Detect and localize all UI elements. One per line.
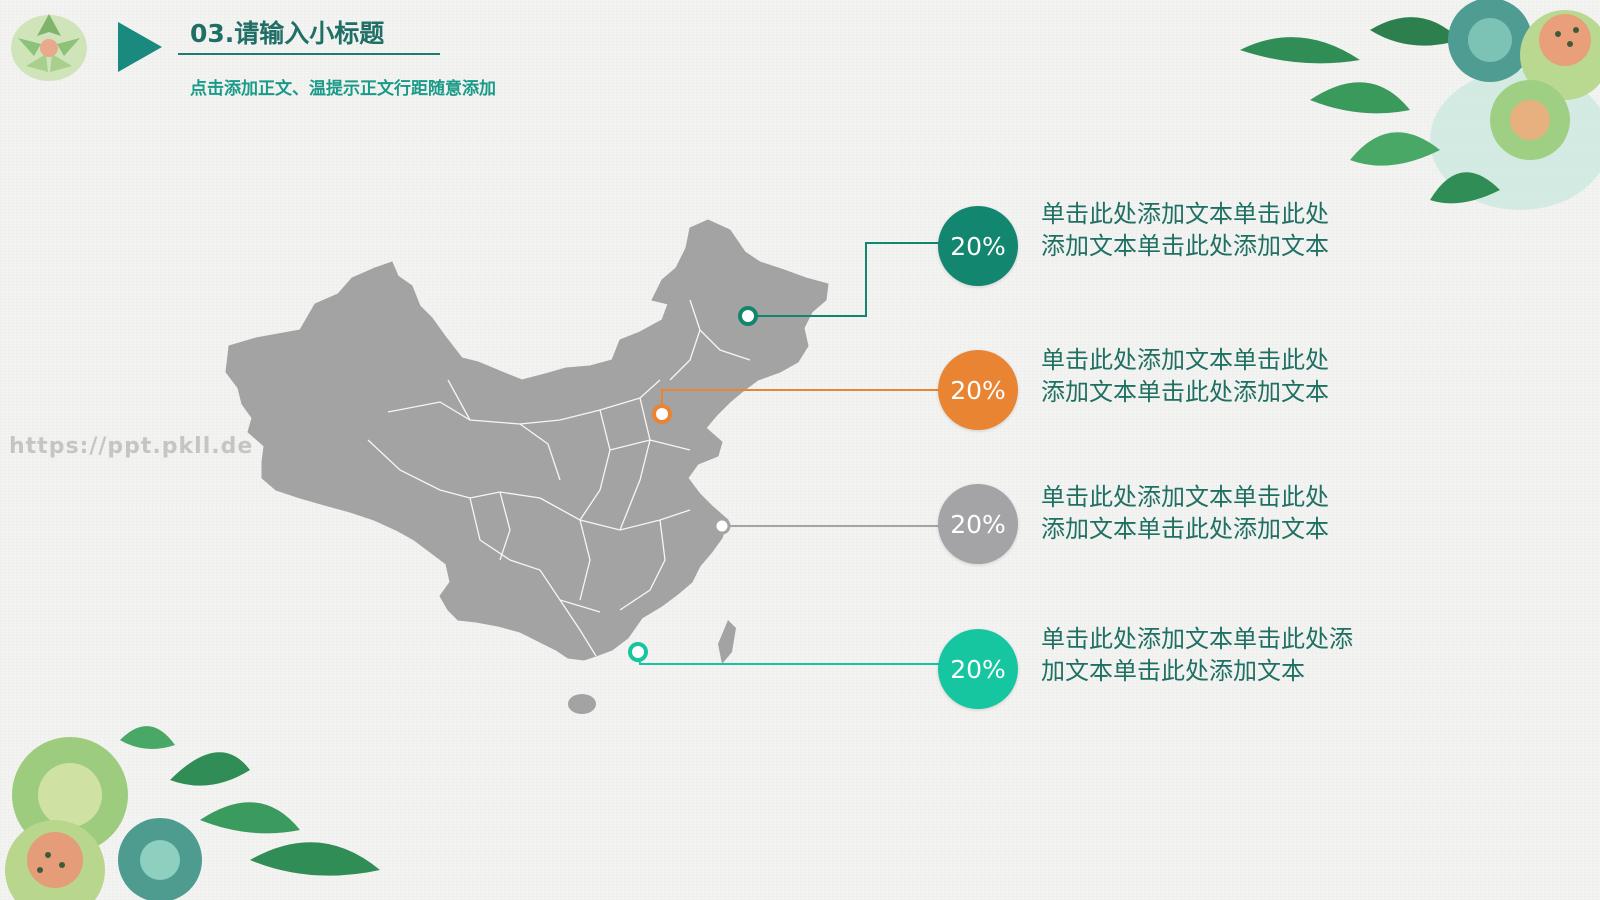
- item-text-4: 单击此处添加文本单击此处添加文本单击此处添加文本: [1041, 625, 1353, 685]
- marker-beijing: [652, 404, 672, 424]
- marker-northeast: [738, 306, 758, 326]
- marker-guangzhou: [628, 642, 648, 662]
- title-underline: [178, 53, 440, 55]
- watercolor-leaves-top-right: [1240, 0, 1600, 210]
- item-text-2: 单击此处添加文本单击此处添加文本单击此处添加文本: [1041, 346, 1329, 406]
- watercolor-leaves-bottom-left: [5, 726, 380, 900]
- marker-shanghai: [713, 517, 731, 535]
- map-markers: [628, 306, 758, 662]
- percent-circle-4: 20%: [938, 629, 1018, 709]
- percent-circle-1: 20%: [938, 206, 1018, 286]
- page-subtitle: 点击添加正文、温提示正文行距随意添加: [190, 79, 496, 99]
- percent-circle-3: 20%: [938, 484, 1018, 564]
- china-map: [225, 219, 829, 714]
- watermark: https://ppt.pkll.de: [9, 434, 254, 459]
- play-triangle-icon: [118, 22, 162, 72]
- page-title: 03.请输入小标题: [190, 19, 385, 48]
- succulent-decoration-top-left: [11, 14, 87, 81]
- percent-circle-2: 20%: [938, 350, 1018, 430]
- item-text-1: 单击此处添加文本单击此处添加文本单击此处添加文本: [1041, 200, 1329, 260]
- item-text-3: 单击此处添加文本单击此处添加文本单击此处添加文本: [1041, 483, 1329, 543]
